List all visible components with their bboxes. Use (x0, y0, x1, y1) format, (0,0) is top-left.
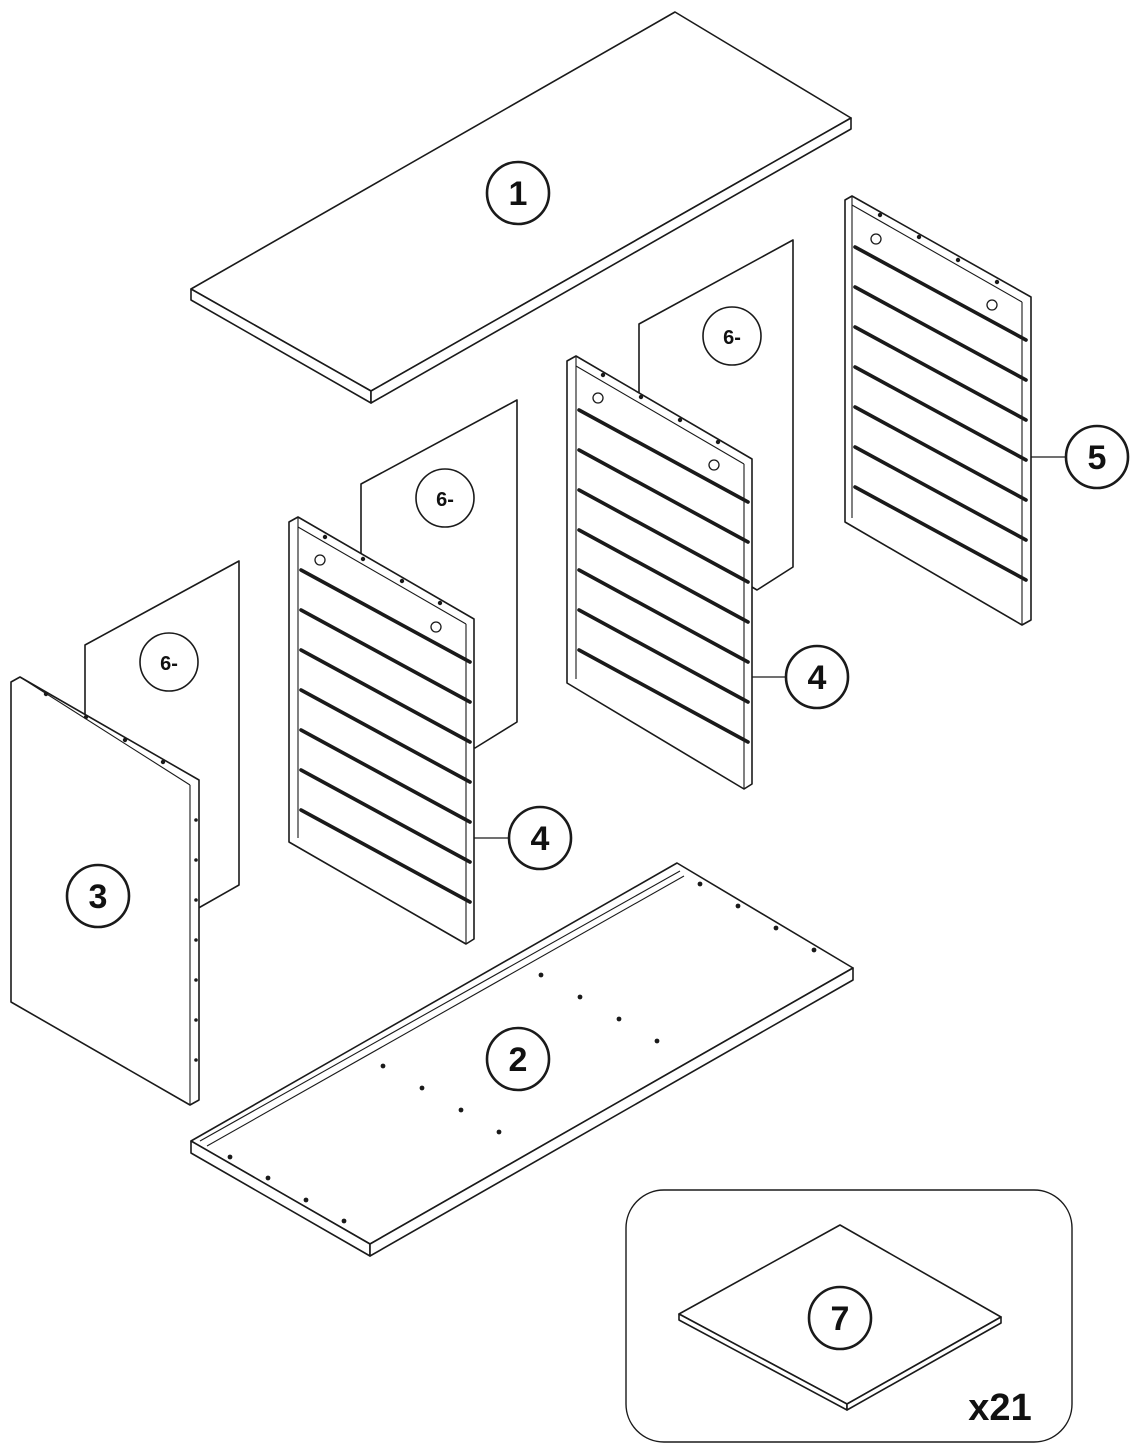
part-1-label: 1 (485, 160, 551, 226)
part-7-quantity: x21 (968, 1387, 1031, 1429)
part-6-label-right: 6- (702, 306, 762, 366)
svg-text:4: 4 (531, 820, 550, 858)
svg-text:1: 1 (509, 175, 528, 213)
part-4-label-upper: 4 (784, 644, 850, 710)
svg-text:6-: 6- (436, 489, 454, 511)
svg-text:2: 2 (509, 1041, 528, 1079)
part-1-top-board: 1 (190, 11, 852, 404)
part-2-bottom-board: 2 (190, 862, 854, 1257)
part-2-label: 2 (485, 1026, 551, 1092)
part-5-slatted-side: 5 (844, 195, 1130, 626)
part-6-label-left: 6- (139, 632, 199, 692)
part-4-slatted-divider-lower: 4 (288, 516, 573, 945)
part-3-label: 3 (65, 863, 131, 929)
svg-text:5: 5 (1088, 439, 1107, 477)
svg-text:6-: 6- (723, 327, 741, 349)
svg-text:4: 4 (808, 659, 827, 697)
part-5-label: 5 (1064, 424, 1130, 490)
svg-text:3: 3 (89, 878, 108, 916)
part-7-label: 7 (807, 1285, 873, 1351)
part-3-side-panel: 3 (10, 676, 200, 1106)
svg-text:7: 7 (831, 1300, 850, 1338)
part-4-label-lower: 4 (507, 805, 573, 871)
svg-text:6-: 6- (160, 653, 178, 675)
part-7-shelf: 7 (678, 1224, 1002, 1411)
part-7-inset-box: 7 x21 (625, 1189, 1073, 1443)
part-4-slatted-divider-upper: 4 (566, 355, 850, 790)
part-6-label-middle: 6- (415, 468, 475, 528)
